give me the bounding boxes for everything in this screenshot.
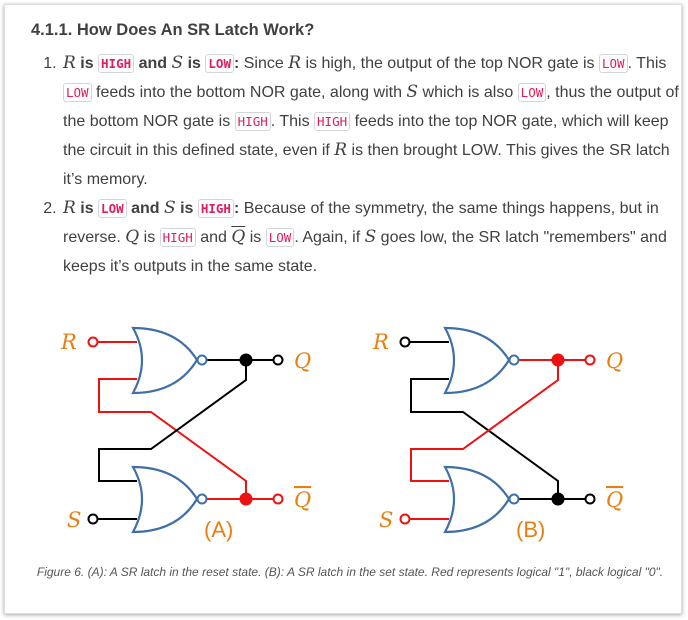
junction-dot — [239, 353, 253, 367]
bold-text: is — [175, 200, 198, 217]
text: which is also — [418, 84, 518, 101]
math-var: R — [63, 198, 76, 218]
math-var: S — [406, 82, 419, 102]
text: goes low, the SR latch "remembers" and k… — [63, 229, 667, 275]
text: . Again, if — [294, 229, 365, 246]
math-var: R — [334, 140, 348, 160]
list-item-reset: R is HIGH and S is LOW: Since R is high,… — [61, 49, 681, 194]
feedback-qbar — [410, 378, 559, 499]
bold-text: is — [75, 200, 99, 217]
junction-dot — [551, 353, 565, 367]
terminal-s — [87, 513, 99, 525]
text: is — [139, 229, 160, 246]
bold-badge: HIGH — [197, 199, 234, 218]
list-item-set: R is LOW and S is HIGH: Because of the s… — [61, 194, 681, 281]
label-r: R — [60, 330, 77, 354]
label-q: Q — [606, 349, 623, 373]
bold-text: is — [183, 55, 206, 72]
nor-bubble — [196, 354, 208, 366]
bold-badge: HIGH — [98, 54, 135, 73]
text: is then brought LOW. This gives the SR l… — [63, 142, 670, 188]
label-s: S — [67, 508, 81, 532]
math-var: S — [163, 198, 176, 218]
bold-text: : — [233, 55, 240, 72]
nor-bubble — [196, 493, 208, 505]
section-heading: 4.1.1. How Does An SR Latch Work? — [31, 21, 315, 39]
code-badge: LOW — [598, 54, 628, 73]
math-var: R — [288, 53, 302, 73]
bold-badge: LOW — [98, 199, 127, 218]
feedback-q — [98, 360, 247, 482]
terminal-q — [272, 354, 284, 366]
explanation-list: R is HIGH and S is LOW: Since R is high,… — [29, 49, 681, 281]
text: . This — [270, 113, 315, 130]
bold-text: and — [134, 55, 172, 72]
bold-badge: LOW — [205, 54, 234, 73]
nor-gate-top — [131, 326, 199, 395]
bold-text: : — [233, 200, 240, 217]
text: . This — [627, 55, 667, 72]
bold-text: is — [75, 55, 99, 72]
text: Since — [239, 55, 289, 72]
code-badge: LOW — [517, 83, 547, 102]
content-card: 4.1.1. How Does An SR Latch Work? R is H… — [4, 4, 682, 614]
junction-dot — [239, 492, 253, 506]
label-s: S — [379, 508, 393, 532]
bold-text: and — [126, 200, 164, 217]
terminal-qbar — [272, 493, 284, 505]
text: , thus the output of the bottom NOR gate… — [63, 84, 679, 130]
feedback-qbar — [98, 378, 247, 499]
text: and — [195, 229, 232, 246]
nor-gate-top — [443, 326, 511, 395]
label-qbar: Q — [294, 488, 311, 512]
terminal-q — [584, 354, 596, 366]
terminal-qbar — [584, 493, 596, 505]
nor-gate-bottom — [131, 465, 199, 534]
label-qbar: Q — [606, 488, 623, 512]
code-badge: HIGH — [197, 199, 234, 218]
junction-dot — [551, 492, 565, 506]
code-badge: HIGH — [98, 54, 135, 73]
nor-bubble — [508, 354, 520, 366]
nor-bubble — [508, 493, 520, 505]
text: feeds into the top NOR gate, which will … — [63, 113, 669, 159]
math-var-bar: Q — [231, 227, 246, 247]
code-badge: LOW — [98, 199, 127, 218]
nor-gate-bottom — [443, 465, 511, 534]
terminal-r — [399, 336, 411, 348]
panel-label: (B) — [516, 517, 545, 542]
code-badge: LOW — [205, 54, 234, 73]
figure-caption: Figure 6. (A): A SR latch in the reset s… — [36, 565, 664, 579]
sr-latch-figure: R S Q Q (A) R S Q Q (B) — [60, 326, 623, 542]
math-var: S — [364, 227, 377, 247]
text: feeds into the bottom NOR gate, along wi… — [91, 84, 407, 101]
code-badge: HIGH — [159, 228, 196, 247]
code-badge: LOW — [265, 228, 295, 247]
panel-label: (A) — [204, 517, 233, 542]
terminal-s — [399, 513, 411, 525]
label-q: Q — [294, 349, 311, 373]
code-badge: HIGH — [234, 112, 271, 131]
text: is — [245, 229, 266, 246]
text: Because of the symmetry, the same things… — [63, 200, 659, 246]
terminal-r — [87, 336, 99, 348]
code-badge: HIGH — [314, 112, 351, 131]
feedback-q — [410, 360, 559, 482]
code-badge: LOW — [63, 83, 92, 102]
text: is high, the output of the top NOR gate … — [301, 55, 599, 72]
math-var: R — [63, 53, 76, 73]
math-var: S — [171, 53, 184, 73]
math-var: Q — [125, 227, 140, 247]
label-r: R — [372, 330, 389, 354]
